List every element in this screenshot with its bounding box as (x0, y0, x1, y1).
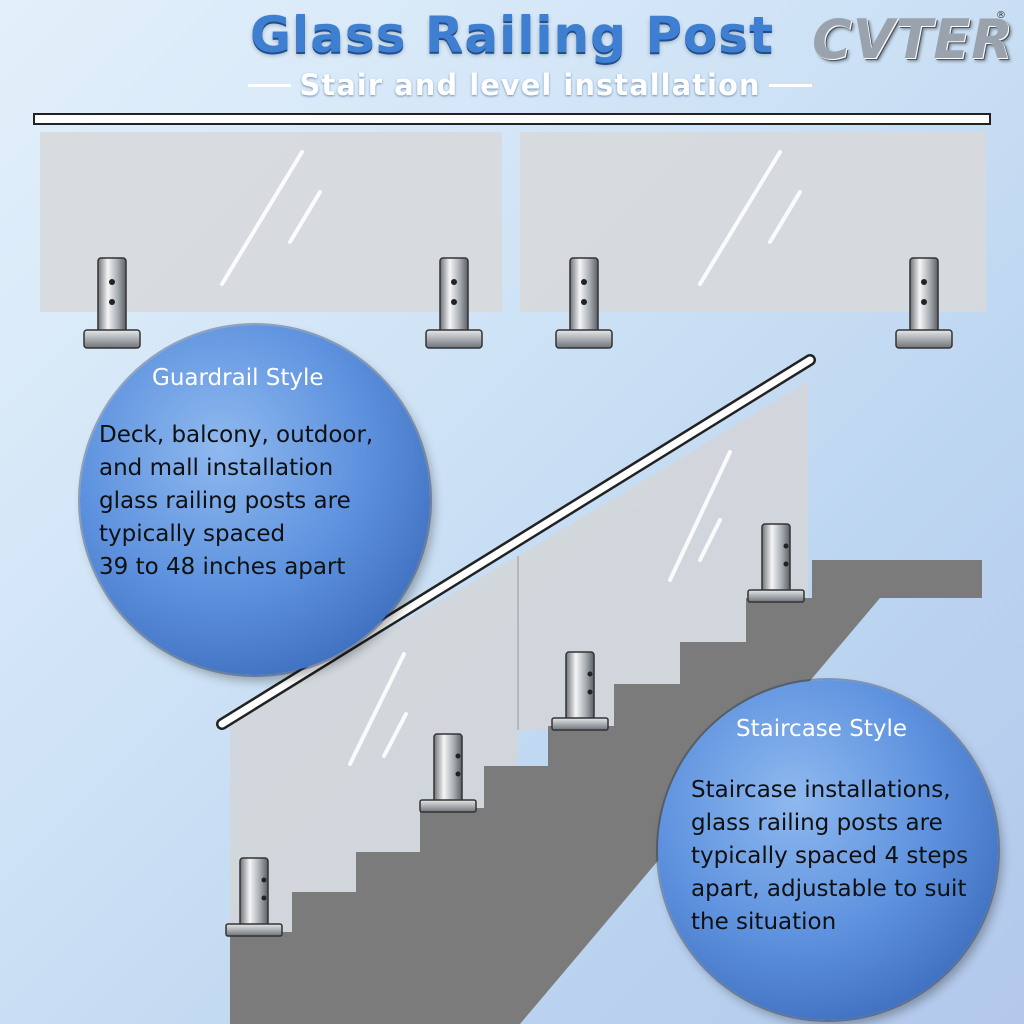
registered-mark: ® (996, 10, 1006, 21)
page-title: Glass Railing Post (250, 6, 774, 64)
staircase-style-bubble: Staircase Style Staircase installations,… (658, 680, 998, 1020)
guardrail-style-title: Guardrail Style (152, 365, 324, 391)
post-stair-4 (747, 523, 805, 603)
guardrail-style-bubble: Guardrail Style Deck, balcony, outdoor, … (80, 325, 430, 675)
staircase-style-title: Staircase Style (736, 716, 908, 742)
post-stair-1 (225, 857, 283, 937)
stair-glass-reflection (348, 450, 732, 766)
brand-logo: CVTER (812, 8, 1014, 71)
top-handrail (33, 113, 991, 125)
guardrail-style-body: Deck, balcony, outdoor, and mall install… (99, 422, 374, 580)
post-stair-3 (551, 651, 609, 731)
post-top-1 (83, 257, 141, 349)
post-stair-2 (419, 733, 477, 813)
page-subtitle: Stair and level installation (299, 68, 761, 102)
post-top-3 (555, 257, 613, 349)
subtitle-bar: Stair and level installation (240, 66, 820, 104)
post-top-4 (895, 257, 953, 349)
glass-reflection (220, 150, 802, 286)
staircase (230, 560, 982, 1024)
post-top-2 (425, 257, 483, 349)
staircase-style-body: Staircase installations, glass railing p… (691, 777, 969, 935)
